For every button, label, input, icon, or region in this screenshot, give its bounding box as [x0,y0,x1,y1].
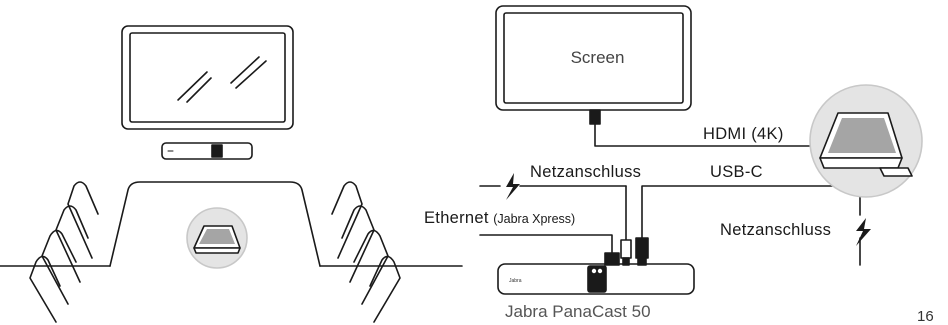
ethernet-text: Ethernet [424,209,489,227]
usb-c-label: USB-C [710,163,763,181]
room-controller-badge [186,207,248,269]
connectors [604,237,649,266]
room-panacast-bar [161,142,253,160]
screen-label: Screen [570,48,625,67]
panacast-badge: Jabra [509,278,522,284]
controller-badge [809,84,923,198]
power-label-top: Netzanschluss [530,163,642,181]
ethernet-label: Ethernet (Jabra Xpress) [424,210,575,227]
ethernet-note: (Jabra Xpress) [493,212,576,226]
ethernet-cable [479,234,613,257]
hdmi-cable [589,109,837,147]
page-number: 16 [917,308,934,325]
product-name: Jabra PanaCast 50 [505,302,651,321]
room-tv [121,25,294,130]
usb-c-cable [641,185,837,239]
power-cable-top [479,173,627,241]
panacast-device [497,263,695,295]
power-label-right: Netzanschluss [720,221,832,239]
room-table [0,181,463,267]
power-cable-right [856,187,871,266]
room-chairs-left [29,181,99,323]
room-chairs-right [331,181,401,323]
hdmi-label: HDMI (4K) [703,125,784,143]
